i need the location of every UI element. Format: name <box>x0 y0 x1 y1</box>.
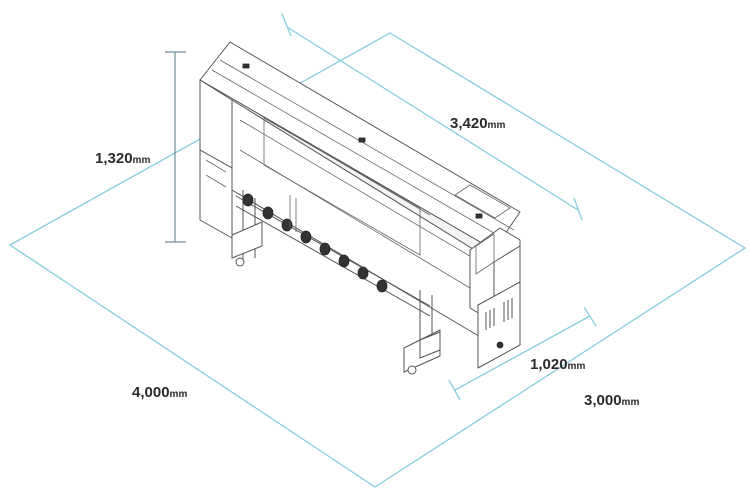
machine-length-dimension-line <box>281 13 583 221</box>
machine-length-label: 3,420mm <box>450 115 505 132</box>
floor-depth-label: 3,000mm <box>584 392 639 409</box>
machine-depth-label: 1,020mm <box>530 356 585 373</box>
height-dimension-line <box>165 51 186 243</box>
height-label: 1,320mm <box>95 150 150 167</box>
printer-illustration <box>199 41 521 375</box>
floor-length-label: 4,000mm <box>132 384 187 401</box>
media-rollers <box>242 193 388 293</box>
machine-depth-dimension-line <box>448 306 597 401</box>
vent-grille <box>485 298 513 330</box>
